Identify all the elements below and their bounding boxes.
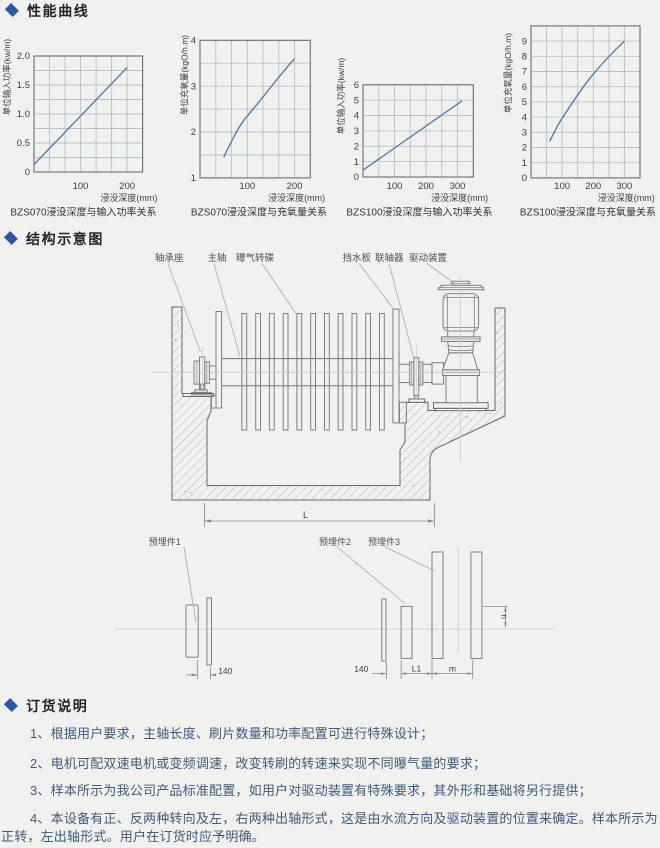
svg-text:1.5: 1.5: [17, 80, 30, 91]
svg-text:4: 4: [354, 111, 359, 122]
svg-text:100: 100: [554, 181, 570, 192]
svg-text:2: 2: [522, 143, 527, 154]
svg-text:300: 300: [616, 181, 632, 192]
svg-text:0: 0: [354, 172, 359, 183]
svg-text:n: n: [500, 614, 509, 618]
svg-text:m: m: [449, 664, 456, 674]
svg-text:轴承座: 轴承座: [155, 252, 184, 264]
svg-text:单位输入功率(kw/m): 单位输入功率(kw/m): [336, 58, 346, 135]
svg-text:200: 200: [585, 181, 601, 192]
svg-text:6: 6: [522, 82, 527, 93]
svg-text:2: 2: [191, 127, 196, 138]
svg-text:BZS070浸没深度与充氧量关系: BZS070浸没深度与充氧量关系: [191, 205, 327, 218]
svg-text:L: L: [303, 510, 308, 520]
svg-text:BZS100浸没深度与充氧量关系: BZS100浸没深度与充氧量关系: [520, 205, 656, 218]
svg-text:100: 100: [73, 181, 89, 192]
svg-text:联轴器: 联轴器: [375, 252, 404, 264]
svg-text:5: 5: [522, 97, 527, 108]
svg-text:浸没深度(mm): 浸没深度(mm): [268, 192, 325, 203]
svg-text:L1: L1: [412, 664, 422, 674]
svg-text:200: 200: [287, 181, 303, 192]
svg-text:8: 8: [522, 52, 527, 63]
svg-text:预埋件1: 预埋件1: [149, 536, 181, 547]
svg-text:200: 200: [119, 181, 135, 192]
svg-text:2.0: 2.0: [17, 51, 30, 62]
svg-text:单位充氧量(kgO/h.m): 单位充氧量(kgO/h.m): [180, 35, 190, 115]
svg-text:浸没深度(mm): 浸没深度(mm): [431, 192, 488, 203]
svg-text:3: 3: [354, 126, 359, 137]
svg-text:BZS070浸没深度与输入功率关系: BZS070浸没深度与输入功率关系: [10, 205, 156, 218]
svg-text:9: 9: [522, 36, 527, 47]
svg-text:1: 1: [191, 173, 196, 184]
svg-text:3: 3: [191, 81, 196, 92]
svg-text:3: 3: [522, 128, 527, 139]
svg-text:6: 6: [354, 80, 359, 91]
svg-text:100: 100: [239, 181, 255, 192]
svg-text:曝气转碟: 曝气转碟: [236, 252, 275, 264]
svg-text:4: 4: [191, 36, 196, 47]
svg-text:驱动装置: 驱动装置: [409, 252, 447, 264]
svg-text:0: 0: [522, 173, 527, 184]
svg-text:主轴: 主轴: [208, 252, 227, 264]
svg-text:1: 1: [354, 157, 359, 168]
svg-text:0: 0: [25, 167, 30, 178]
svg-text:200: 200: [418, 181, 434, 192]
svg-text:预埋件3: 预埋件3: [368, 536, 400, 547]
svg-text:300: 300: [450, 181, 466, 192]
svg-text:1.0: 1.0: [17, 109, 30, 120]
svg-text:140: 140: [218, 666, 232, 676]
svg-text:140: 140: [354, 664, 368, 674]
svg-text:BZS100浸没深度与输入功率关系: BZS100浸没深度与输入功率关系: [346, 205, 492, 218]
svg-text:4: 4: [522, 112, 527, 123]
svg-text:5: 5: [354, 95, 359, 106]
svg-text:0.5: 0.5: [17, 138, 30, 149]
svg-text:浸没深度(mm): 浸没深度(mm): [100, 192, 157, 203]
svg-text:1: 1: [522, 158, 527, 169]
svg-text:单位充氧量(kgO/h.m): 单位充氧量(kgO/h.m): [503, 33, 513, 113]
svg-text:100: 100: [387, 181, 403, 192]
svg-text:预埋件2: 预埋件2: [319, 536, 351, 547]
svg-text:挡水板: 挡水板: [343, 252, 372, 264]
svg-text:浸没深度(mm): 浸没深度(mm): [598, 192, 655, 203]
svg-text:7: 7: [522, 67, 527, 78]
svg-text:单位输入功率(kw/m): 单位输入功率(kw/m): [2, 39, 12, 116]
svg-text:2: 2: [354, 142, 359, 153]
